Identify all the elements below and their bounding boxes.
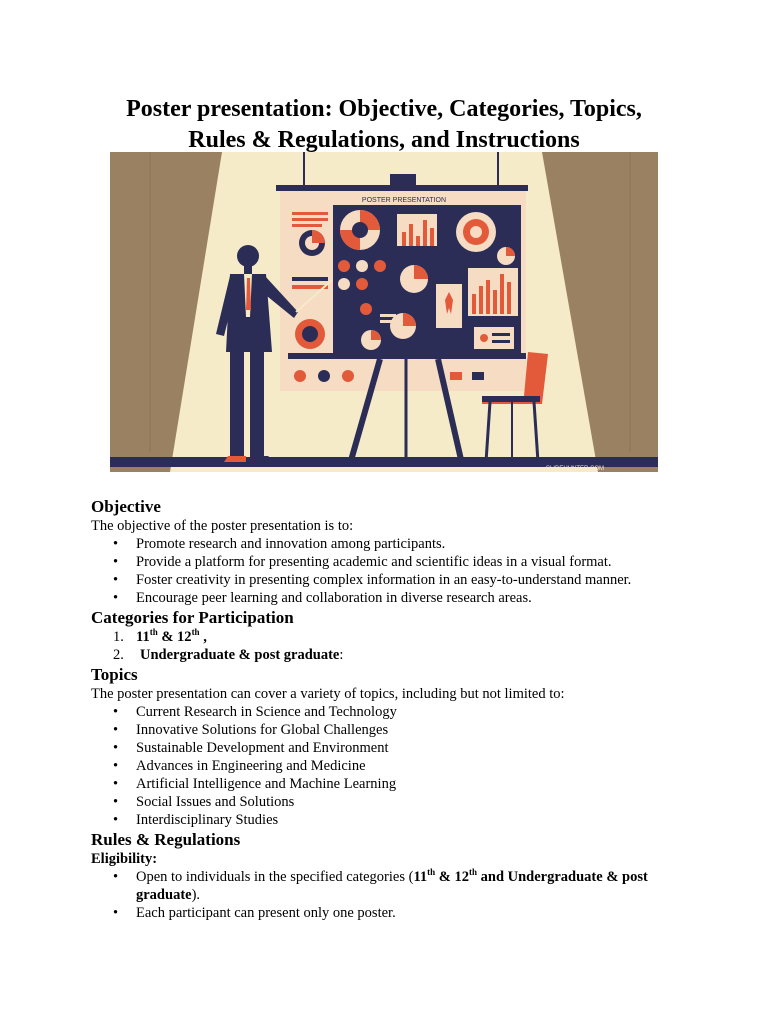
list-item: 2. Undergraduate & post graduate: bbox=[91, 646, 691, 664]
list-item: Interdisciplinary Studies bbox=[91, 811, 691, 829]
list-number: 2. bbox=[113, 647, 124, 663]
category-grades: 11th & 12th , bbox=[136, 627, 207, 645]
poster-heading: POSTER PRESENTATION bbox=[362, 197, 446, 204]
eligibility-label: Eligibility: bbox=[91, 851, 158, 867]
list-item: Advances in Engineering and Medicine bbox=[91, 757, 691, 775]
topics-intro: The poster presentation can cover a vari… bbox=[91, 686, 565, 702]
category-ug-pg: Undergraduate & post graduate bbox=[140, 647, 340, 663]
list-number: 1. bbox=[113, 629, 124, 645]
topics-heading: Topics bbox=[91, 665, 138, 684]
categories-list: 1. 11th & 12th , 2. Undergraduate & post… bbox=[91, 628, 691, 664]
poster-presentation-illustration: POSTER PRESENTATION bbox=[110, 152, 658, 472]
list-item: 1. 11th & 12th , bbox=[91, 628, 691, 646]
categories-heading: Categories for Participation bbox=[91, 608, 294, 627]
title-line-2: Rules & Regulations, and Instructions bbox=[188, 127, 580, 153]
image-credit: SLIDEHUNTER.COM bbox=[546, 466, 604, 472]
list-item: Sustainable Development and Environment bbox=[91, 739, 691, 757]
list-item: Artificial Intelligence and Machine Lear… bbox=[91, 775, 691, 793]
list-item: Foster creativity in presenting complex … bbox=[91, 571, 691, 589]
topics-list: Current Research in Science and Technolo… bbox=[91, 703, 691, 829]
document-body: Objective The objective of the poster pr… bbox=[91, 496, 691, 922]
list-item: Open to individuals in the specified cat… bbox=[91, 868, 691, 904]
list-item: Each participant can present only one po… bbox=[91, 904, 691, 922]
list-item: Encourage peer learning and collaboratio… bbox=[91, 589, 691, 607]
page-title: Poster presentation: Objective, Categori… bbox=[60, 94, 708, 156]
title-line-1: Poster presentation: Objective, Categori… bbox=[126, 96, 642, 122]
list-item: Provide a platform for presenting academ… bbox=[91, 553, 691, 571]
list-item: Innovative Solutions for Global Challeng… bbox=[91, 721, 691, 739]
objective-intro: The objective of the poster presentation… bbox=[91, 518, 354, 534]
list-item: Promote research and innovation among pa… bbox=[91, 535, 691, 553]
objective-list: Promote research and innovation among pa… bbox=[91, 535, 691, 607]
objective-heading: Objective bbox=[91, 497, 161, 516]
list-item: Social Issues and Solutions bbox=[91, 793, 691, 811]
category-ug-pg-colon: : bbox=[339, 647, 344, 663]
eligibility-list: Open to individuals in the specified cat… bbox=[91, 868, 691, 922]
list-item: Current Research in Science and Technolo… bbox=[91, 703, 691, 721]
rules-heading: Rules & Regulations bbox=[91, 830, 241, 849]
